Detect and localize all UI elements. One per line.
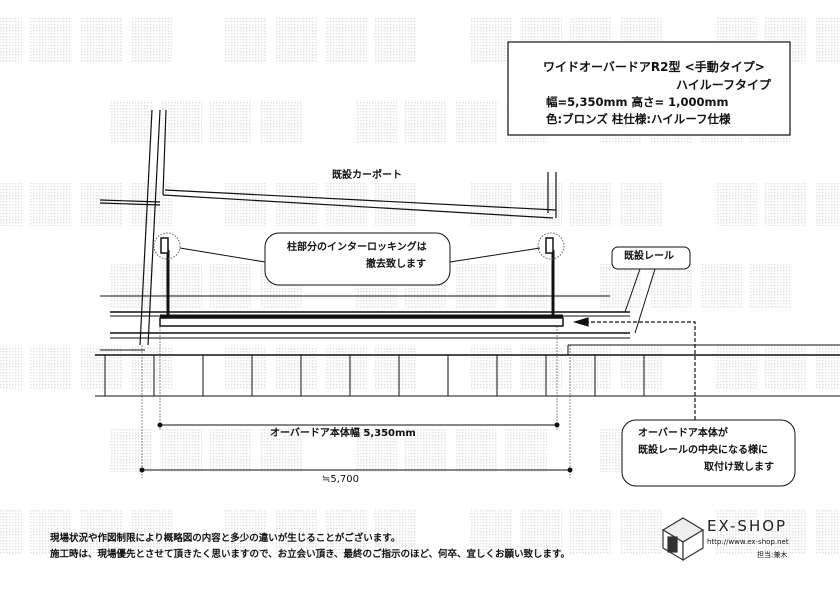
watermark-stamp	[715, 346, 840, 390]
logo-name: EX-SHOP	[707, 517, 788, 535]
watermark-stamp	[470, 510, 662, 554]
watermark-stamp	[110, 100, 302, 144]
watermark-stamp	[0, 510, 172, 554]
watermark-stamp	[225, 510, 417, 554]
note-line-1: 現場状況や作図制限により概略図の内容と多少の違いが生じることがございます。	[50, 533, 401, 544]
watermark-stamp	[715, 182, 840, 226]
watermark-stamp	[470, 346, 662, 390]
interlocking-blocks	[104, 355, 645, 396]
watermark-stamp	[0, 182, 172, 226]
watermark-stamp	[0, 346, 172, 390]
spec-type: ハイルーフタイプ	[676, 78, 772, 92]
center-note-2: 既設レールの中央になる様に	[638, 445, 768, 456]
watermark-stamp	[600, 264, 792, 308]
logo-url: http://www.ex-shop.net	[707, 538, 789, 546]
spec-color: 色:ブロンズ 柱仕様:ハイルーフ仕様	[546, 112, 731, 126]
spec-title: ワイドオーバードアR2型 <手動タイプ>	[543, 60, 765, 74]
overdoor-body	[141, 232, 571, 478]
callouts	[179, 232, 796, 487]
watermark-stamp	[225, 18, 417, 62]
existing-carport	[99, 109, 557, 346]
interlock-note-1: 柱部分のインターロッキングは	[287, 242, 427, 253]
center-note-3: 取付け致します	[704, 462, 774, 473]
note-line-2: 施工時は、現場優先とさせて頂きたく思いますので、お立会い頂き、最終のご指示のほど…	[50, 549, 571, 560]
dimension-total-width: ≒5,700	[322, 474, 360, 485]
staff-label: 担当:兼木	[757, 551, 788, 559]
existing-rail	[95, 295, 840, 397]
watermark-stamp	[110, 428, 302, 472]
watermark-layer	[0, 18, 840, 554]
watermark-stamp	[715, 510, 840, 554]
watermark-stamp	[225, 182, 417, 226]
ex-shop-logo-icon	[661, 517, 705, 562]
center-note-1: オーバードア本体が	[638, 428, 728, 439]
spec-box	[507, 41, 791, 136]
watermark-stamp	[0, 18, 172, 62]
watermark-stamp	[355, 428, 547, 472]
interlock-note-2: 撤去致します	[366, 259, 426, 270]
dashed-arrow	[572, 317, 696, 420]
watermark-stamp	[470, 182, 662, 226]
dimension-body-width: オーバードア本体幅 5,350mm	[270, 428, 416, 439]
dimension-lines	[139, 422, 573, 473]
watermark-stamp	[225, 346, 417, 390]
spec-size: 幅=5,350mm 高さ= 1,000mm	[546, 95, 729, 109]
carport-label: 既設カーポート	[332, 170, 402, 181]
rail-label: 既設レール	[624, 251, 674, 262]
